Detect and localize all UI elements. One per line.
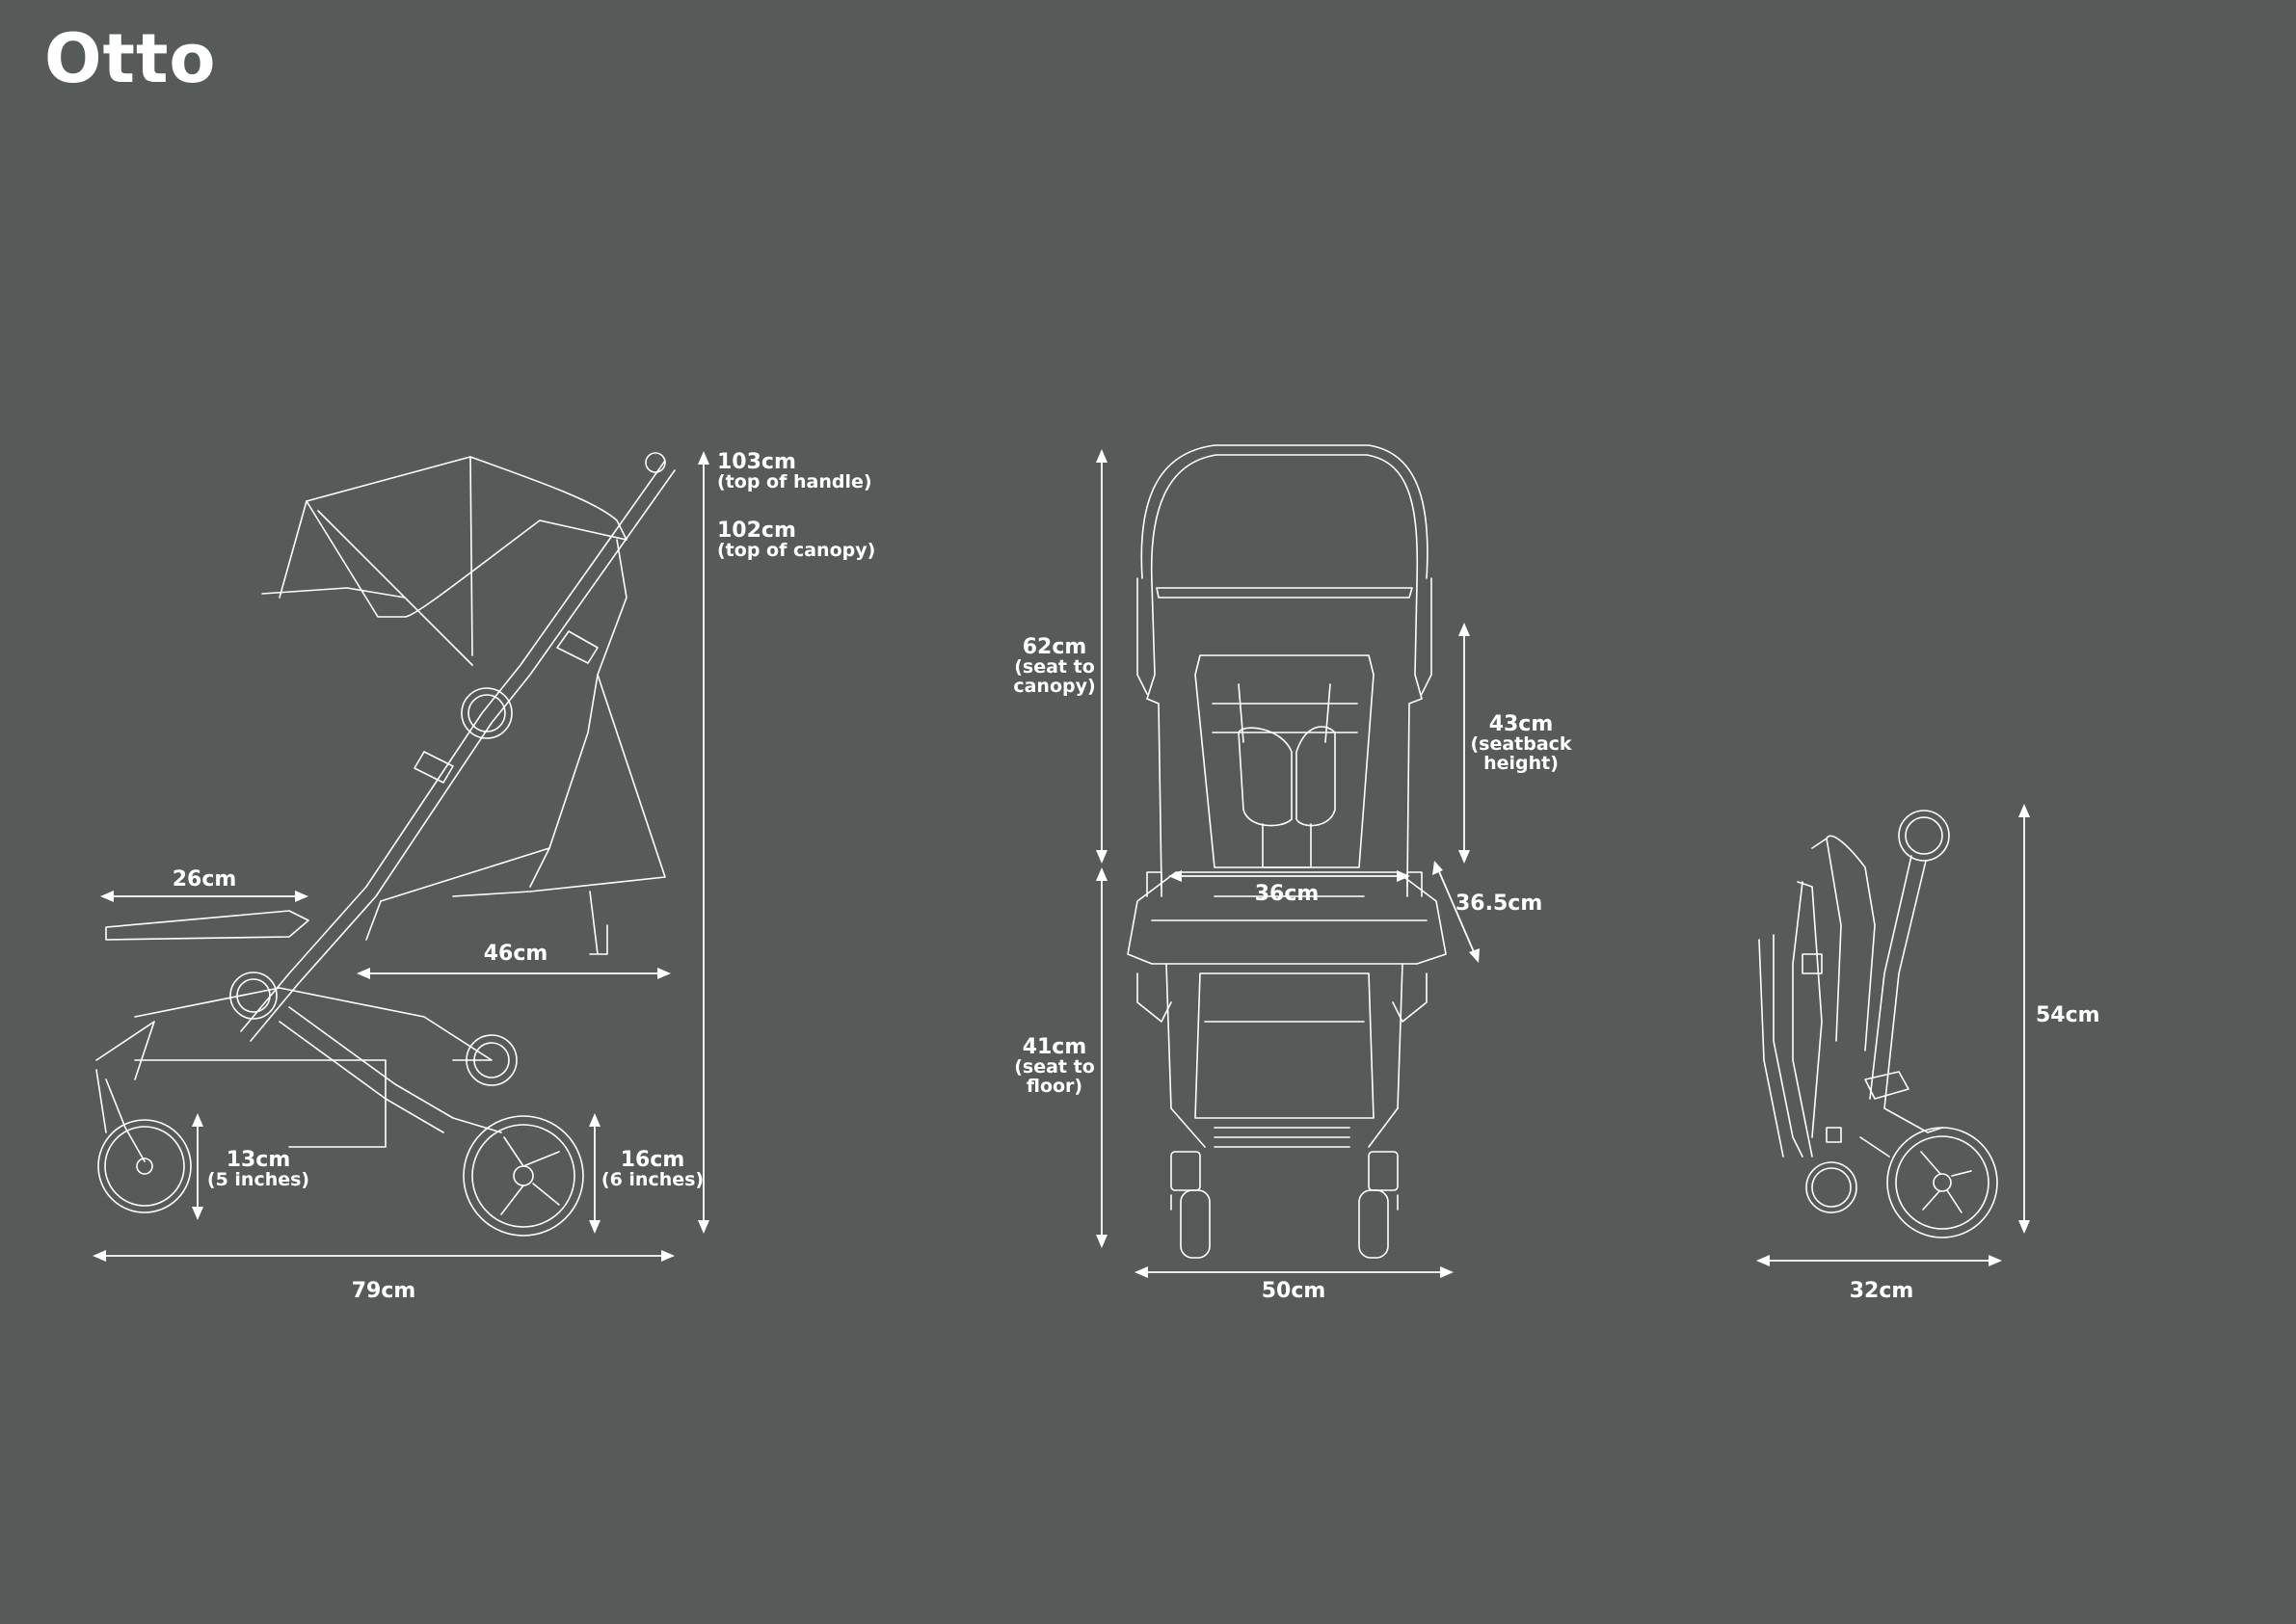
canopy-height-value: 102cm [717,519,796,543]
seat-width-label: 36cm [1254,882,1320,906]
width-label: 50cm [1261,1279,1326,1303]
handle-height-value: 103cm [717,450,796,474]
canopy-height-label: 102cm (top of canopy) [717,519,875,561]
dimension-lines [93,449,2030,1278]
folded-depth-label: 32cm [1849,1279,1914,1303]
seatback-height-label: 43cm (seatback height) [1470,712,1572,775]
folded-height-label: 54cm [2036,1003,2100,1027]
footrest-length-label: 26cm [172,867,237,892]
brand-title: Otto [44,19,217,98]
handle-height-note: (top of handle) [717,471,872,493]
seat-to-floor-label: 41cm (seat to floor) [1014,1035,1095,1098]
seat-depth-front-label: 36.5cm [1455,892,1543,916]
front-wheel-label: 13cm (5 inches) [206,1148,310,1191]
length-label: 79cm [351,1279,416,1303]
folded-view-stroller [1758,810,1998,1238]
front-view-stroller [1127,444,1447,1259]
seat-depth-label: 46cm [483,942,548,966]
side-view-stroller [95,452,676,1237]
canopy-height-note: (top of canopy) [717,540,876,562]
seat-to-canopy-label: 62cm (seat to canopy) [1013,635,1096,698]
rear-wheel-label: 16cm (6 inches) [601,1148,705,1191]
handle-height-label: 103cm (top of handle) [717,451,872,493]
